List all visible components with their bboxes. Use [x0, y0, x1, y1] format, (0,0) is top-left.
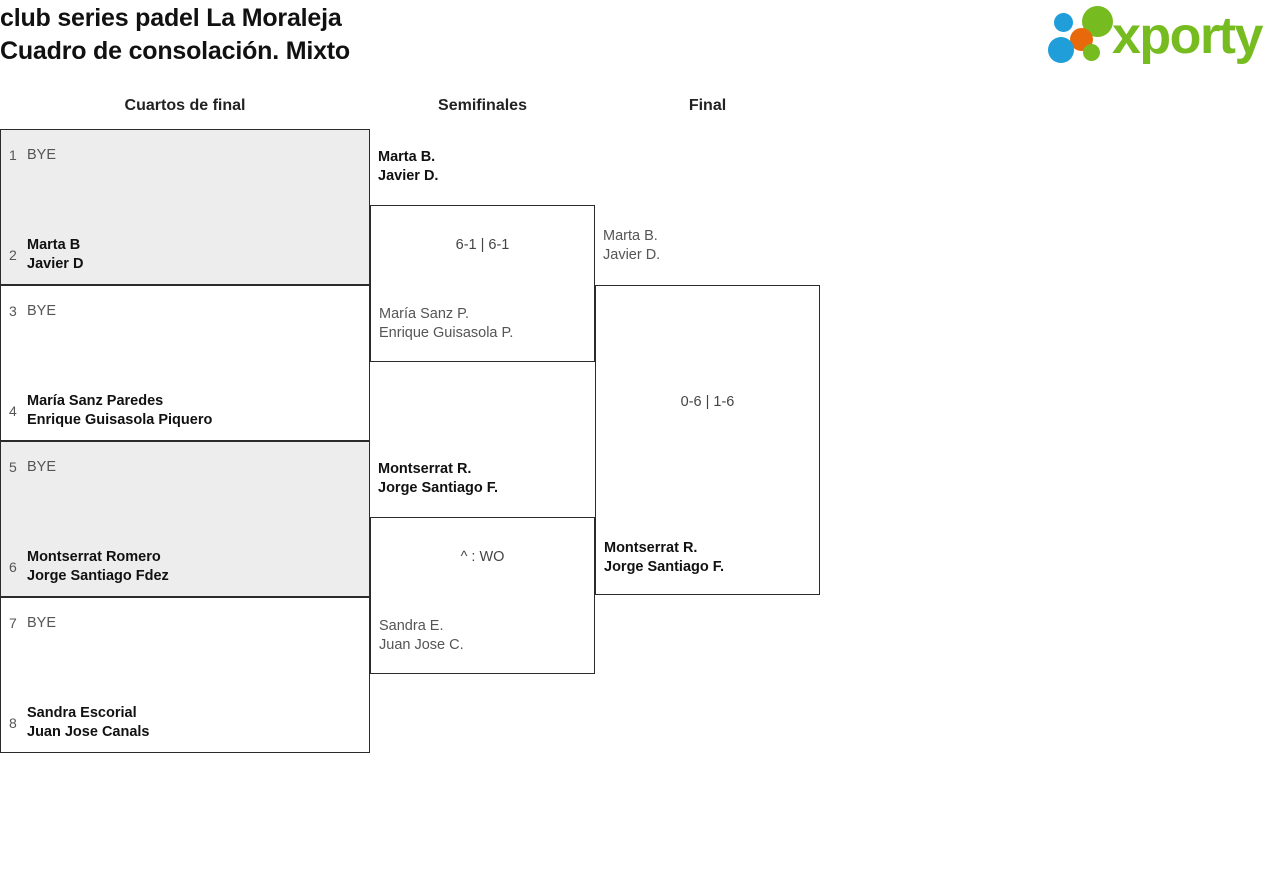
page-title: club series padel La Moraleja Cuadro de …	[0, 2, 350, 68]
entry-name-line2: Jorge Santiago Fdez	[27, 568, 169, 584]
bracket-entry-seed-1[interactable]: 1 BYE	[1, 144, 369, 166]
logo-dot-green-small-icon	[1083, 44, 1100, 61]
entry-name-line1: Montserrat Romero	[27, 549, 161, 566]
match-box-qf-2[interactable]: 3 BYE 4 María Sanz Paredes Enrique Guisa…	[0, 285, 370, 441]
team-name-line2: Enrique Guisasola P.	[379, 324, 514, 341]
entry-name-line1: María Sanz Paredes	[27, 393, 164, 410]
match-box-qf-3[interactable]: 5 BYE 6 Montserrat Romero Jorge Santiago…	[0, 441, 370, 597]
match-box-qf-4[interactable]: 7 BYE 8 Sandra Escorial Juan Jose Canals	[0, 597, 370, 753]
logo-wordmark: xporty	[1112, 7, 1263, 65]
match-box-final[interactable]: 0-6 | 1-6 Montserrat R. Jorge Santiago F…	[595, 285, 820, 595]
team-name-line2: Jorge Santiago F.	[604, 558, 725, 575]
team-name-line2: Javier D.	[378, 167, 439, 184]
entry-name-line1: BYE	[27, 614, 57, 631]
team-name-line1: Montserrat R.	[604, 540, 698, 556]
entry-names: María Sanz Paredes Enrique Guisasola Piq…	[27, 392, 212, 430]
bracket-entry-seed-6[interactable]: 6 Montserrat Romero Jorge Santiago Fdez	[1, 548, 369, 586]
team-name-line1: Marta B.	[378, 149, 436, 165]
seed-number: 3	[9, 303, 17, 319]
xporty-logo[interactable]: xporty	[1046, 4, 1276, 70]
logo-dot-blue-small-icon	[1054, 13, 1073, 32]
entry-names: Marta B Javier D	[27, 236, 83, 274]
semifinal-2-bottom-team[interactable]: Sandra E. Juan Jose C.	[379, 617, 464, 655]
team-name-line1: Sandra E.	[379, 618, 444, 634]
team-name-line1: Marta B.	[603, 228, 658, 244]
team-name-line2: Javier D.	[603, 246, 661, 263]
team-name-line2: Jorge Santiago F.	[378, 479, 499, 496]
entry-names: BYE	[27, 458, 56, 477]
seed-number: 5	[9, 459, 17, 475]
entry-name-line1: BYE	[27, 146, 57, 163]
round-header-quarterfinals: Cuartos de final	[124, 97, 246, 114]
entry-name-line2: Enrique Guisasola Piquero	[27, 412, 213, 428]
round-header-final: Final	[688, 97, 727, 114]
entry-names: BYE	[27, 302, 56, 321]
logo-dots-icon	[1046, 4, 1118, 68]
match-score-sf-2: ^ : WO	[460, 549, 505, 565]
entry-names: Montserrat Romero Jorge Santiago Fdez	[27, 548, 169, 586]
entry-names: BYE	[27, 146, 56, 165]
seed-number: 7	[9, 615, 17, 631]
bracket-entry-seed-4[interactable]: 4 María Sanz Paredes Enrique Guisasola P…	[1, 392, 369, 430]
match-score-sf-1: 6-1 | 6-1	[455, 237, 510, 253]
round-header-semifinals: Semifinales	[438, 97, 527, 114]
seed-number: 6	[9, 559, 17, 575]
match-box-sf-1[interactable]: 6-1 | 6-1 María Sanz P. Enrique Guisasol…	[370, 205, 595, 362]
seed-number: 4	[9, 403, 17, 419]
entry-name-line2: Juan Jose Canals	[27, 724, 150, 740]
entry-name-line1: BYE	[27, 458, 57, 475]
seed-number: 2	[9, 247, 17, 263]
match-score-final: 0-6 | 1-6	[680, 394, 735, 410]
final-top-team[interactable]: Marta B. Javier D.	[603, 227, 660, 265]
entry-name-line2: Javier D	[27, 256, 84, 272]
team-name-line1: Montserrat R.	[378, 461, 472, 477]
entry-names: Sandra Escorial Juan Jose Canals	[27, 704, 150, 742]
semifinal-1-bottom-team[interactable]: María Sanz P. Enrique Guisasola P.	[379, 305, 513, 343]
entry-names: BYE	[27, 614, 56, 633]
seed-number: 1	[9, 147, 17, 163]
semifinal-2-top-team[interactable]: Montserrat R. Jorge Santiago F.	[378, 460, 498, 498]
team-name-line1: María Sanz P.	[379, 306, 470, 322]
logo-dot-blue-large-icon	[1048, 37, 1074, 63]
bracket-entry-seed-3[interactable]: 3 BYE	[1, 300, 369, 322]
match-box-qf-1[interactable]: 1 BYE 2 Marta B Javier D	[0, 129, 370, 285]
bracket-entry-seed-5[interactable]: 5 BYE	[1, 456, 369, 478]
bracket-entry-seed-2[interactable]: 2 Marta B Javier D	[1, 236, 369, 274]
entry-name-line1: BYE	[27, 302, 57, 319]
semifinal-1-top-team[interactable]: Marta B. Javier D.	[378, 148, 438, 186]
seed-number: 8	[9, 715, 17, 731]
match-box-sf-2[interactable]: ^ : WO Sandra E. Juan Jose C.	[370, 517, 595, 674]
team-name-line2: Juan Jose C.	[379, 636, 464, 653]
tournament-name: club series padel La Moraleja	[0, 4, 342, 32]
bracket-entry-seed-8[interactable]: 8 Sandra Escorial Juan Jose Canals	[1, 704, 369, 742]
entry-name-line1: Sandra Escorial	[27, 705, 137, 722]
bracket-subtitle: Cuadro de consolación. Mixto	[0, 37, 350, 65]
entry-name-line1: Marta B	[27, 237, 81, 254]
final-bottom-team[interactable]: Montserrat R. Jorge Santiago F.	[604, 539, 724, 577]
bracket-entry-seed-7[interactable]: 7 BYE	[1, 612, 369, 634]
